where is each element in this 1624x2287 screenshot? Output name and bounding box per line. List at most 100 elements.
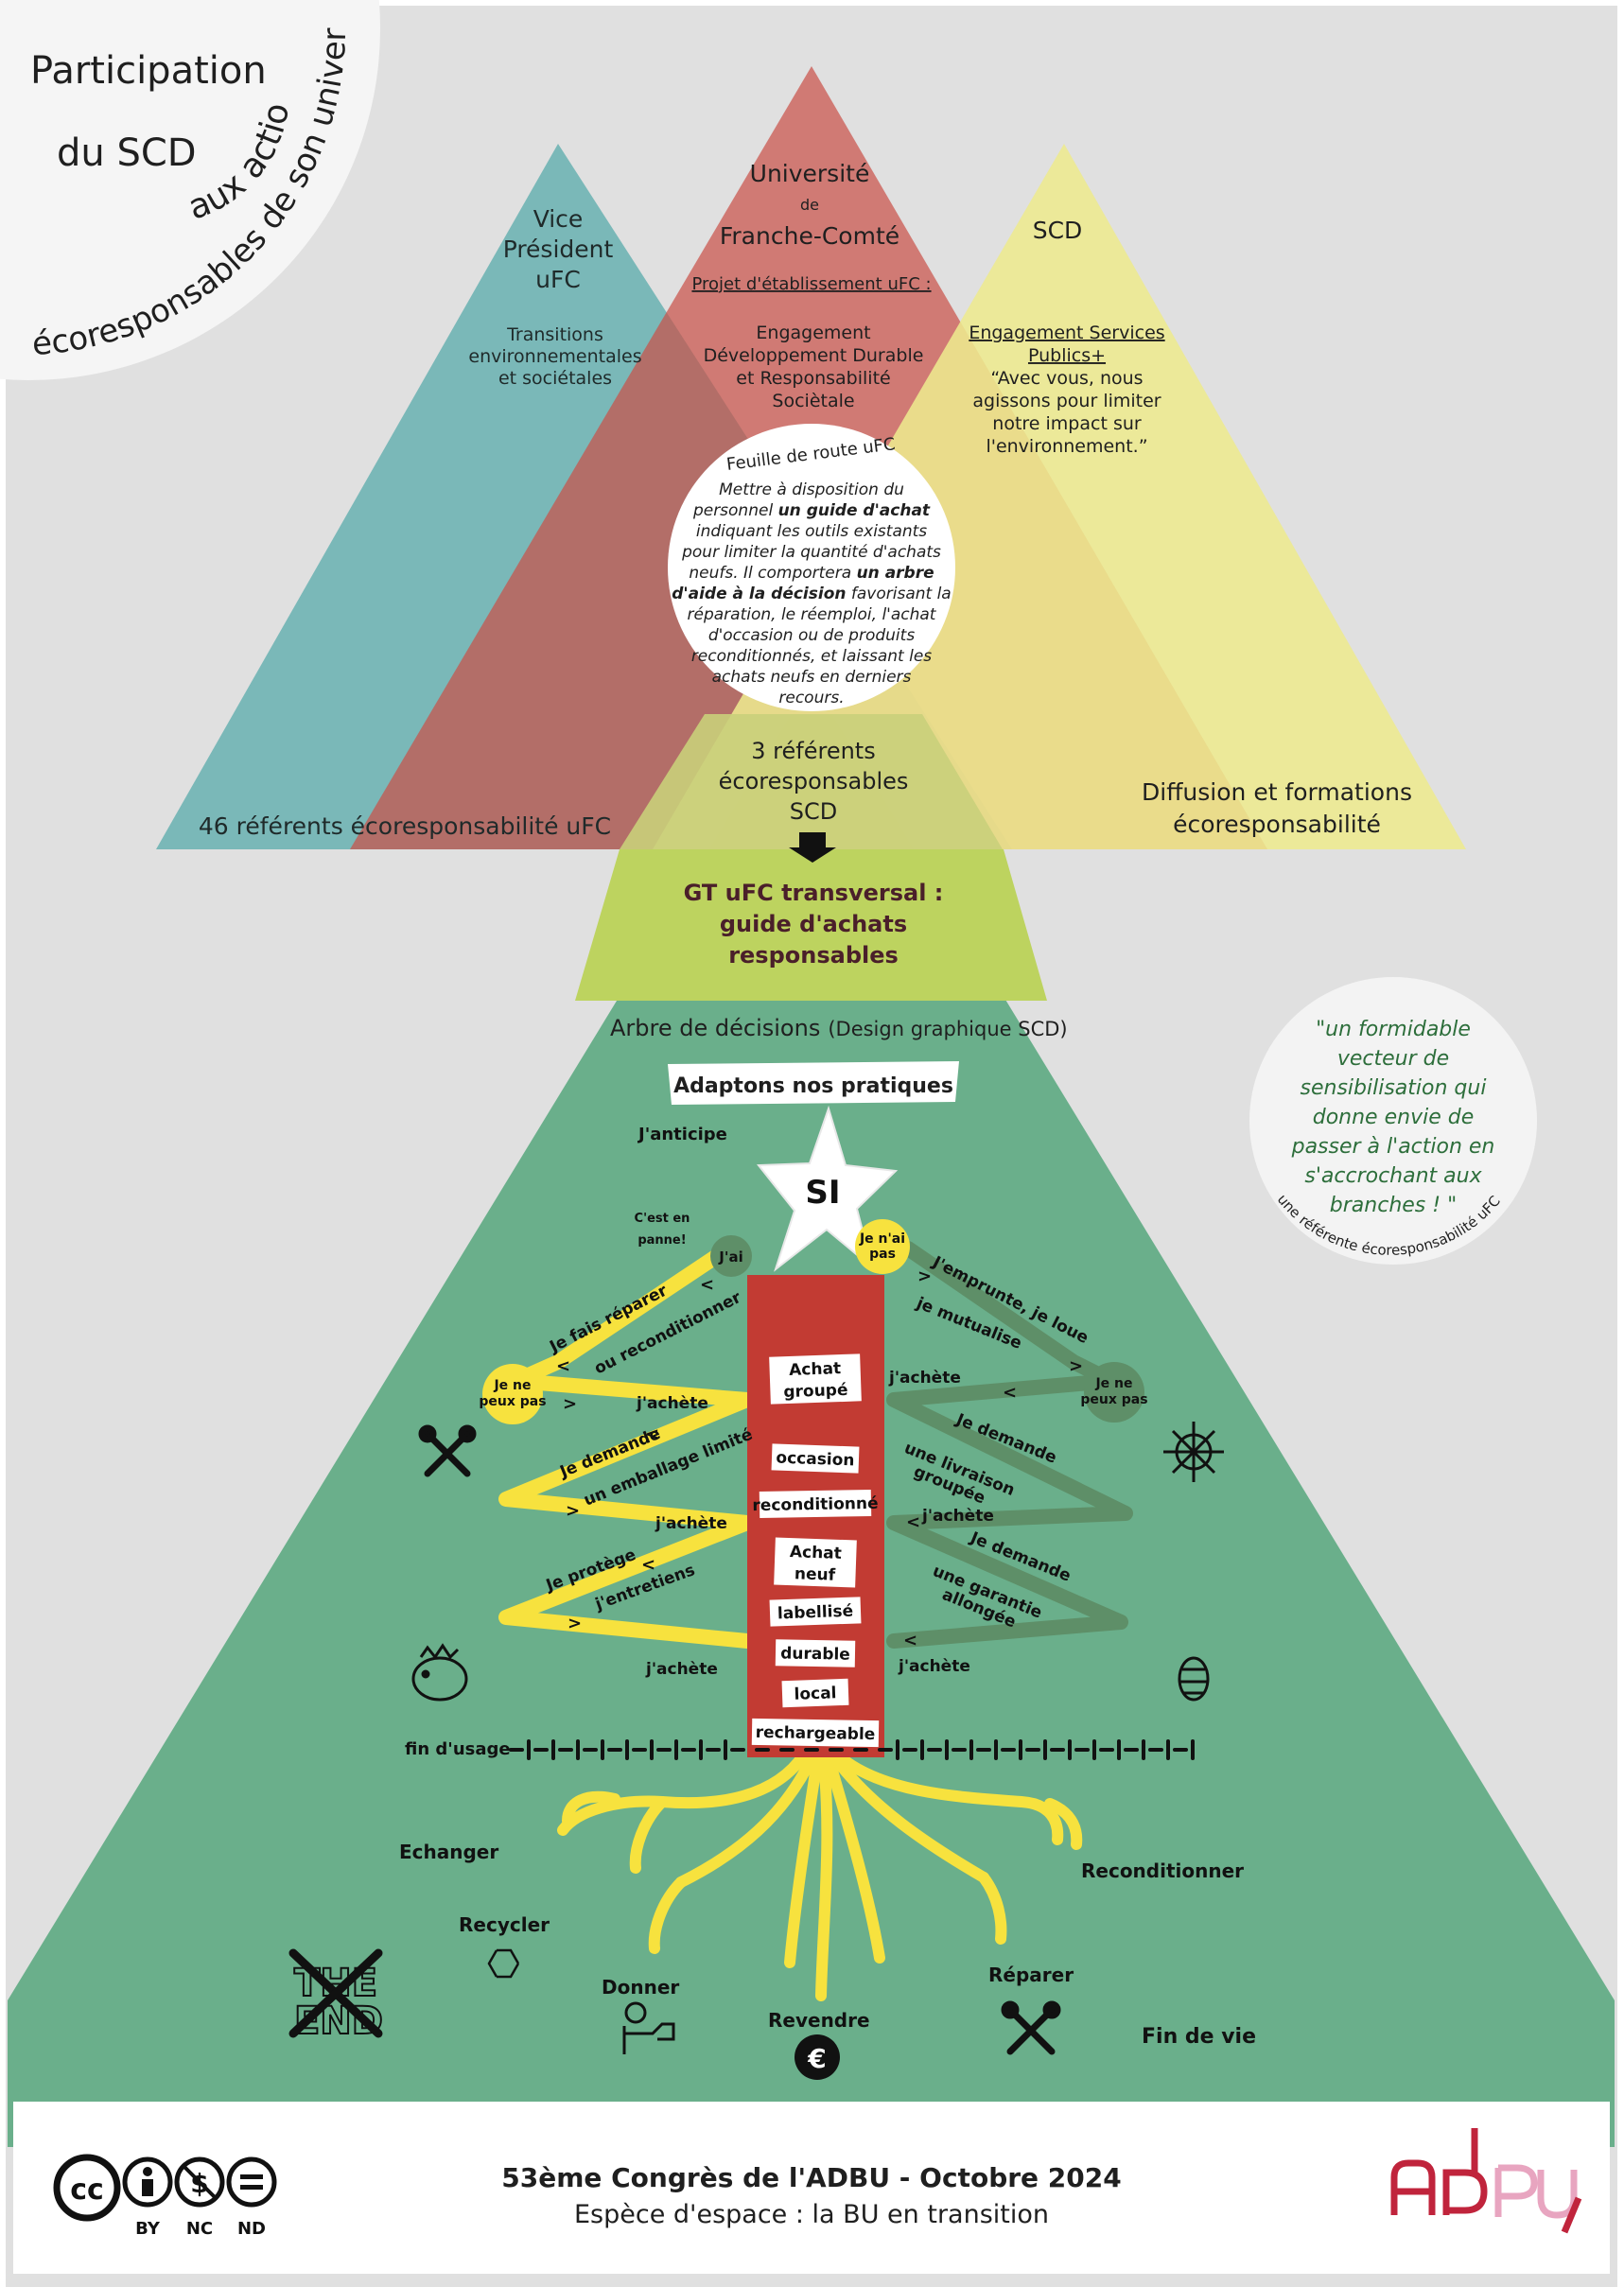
label-left-achete2: j'achète (655, 1514, 727, 1533)
gt-2: guide d'achats (720, 911, 907, 937)
yellow-quote-2: agissons pour limiter (972, 391, 1161, 411)
roadmap-line: pour limiter la quantité d'achats (681, 543, 941, 562)
roadmap-line: Mettre à disposition du (719, 480, 904, 499)
jnai-text-2: pas (869, 1247, 896, 1262)
fin-usage-line (509, 1739, 1195, 1760)
hedgehog-icon (411, 1643, 468, 1702)
euro-icon (795, 2034, 840, 2080)
svg-text:>: > (566, 1501, 580, 1521)
svg-text:groupé: groupé (783, 1381, 848, 1402)
action-recycler: Recycler (459, 1913, 550, 1936)
tools-icon (418, 1424, 477, 1477)
svg-text:neuf: neuf (795, 1564, 836, 1585)
teal-title-2: Président (503, 236, 614, 263)
teal-body-1: Transitions (506, 324, 603, 345)
jnepeux-left-bubble (482, 1364, 543, 1424)
svg-text:<: < (1003, 1383, 1017, 1403)
trunk-label: local (781, 1678, 849, 1708)
fin-usage-label: fin d'usage (405, 1739, 511, 1759)
quote-line: s'accrochant aux (1304, 1164, 1482, 1188)
panne-1: C'est en (635, 1212, 690, 1226)
svg-text:reconditionné: reconditionné (752, 1494, 878, 1515)
svg-text:>: > (917, 1266, 932, 1286)
footer-subtitle: Espèce d'espace : la BU en transition (574, 2200, 1049, 2229)
the-end-stamp: THE END (288, 1948, 384, 2044)
title-line1: Participation (30, 49, 267, 93)
label-right-achete2: j'achète (921, 1507, 994, 1526)
trunk-label: reconditionné (752, 1489, 879, 1519)
anticipe-label: J'anticipe (637, 1125, 727, 1144)
license-badges: cc $ BY NC ND (53, 2154, 277, 2239)
title-line2: du SCD (57, 131, 197, 175)
panne-2: panne! (637, 1233, 686, 1248)
hands-network-icon (1163, 1422, 1224, 1482)
action-revendre: Revendre (768, 2009, 870, 2032)
roadmap-line: d'aide à la décision favorisant la (672, 585, 951, 603)
trunk-labels: AchatgroupéoccasionreconditionnéAchatneu… (751, 1353, 880, 1748)
gt-1: GT uFC transversal : (684, 880, 944, 906)
teal-base: 46 référents écoresponsabilité uFC (199, 812, 611, 840)
euro-symbol: € (807, 2043, 826, 2074)
star-text: SI (805, 1174, 840, 1212)
quote-line: branches ! " (1330, 1194, 1457, 1217)
cc-icon (53, 2154, 121, 2222)
tree-heading: Arbre de décisions(Design graphique SCD) (610, 1015, 1068, 1041)
yellow-title: SCD (1033, 217, 1083, 244)
left-branches (498, 1241, 755, 1649)
jnepeux-right-1: Je ne (1094, 1376, 1132, 1391)
yellow-base-1: Diffusion et formations (1142, 778, 1412, 806)
svg-text:labellisé: labellisé (777, 1602, 854, 1624)
banner-shape (668, 1061, 959, 1105)
donner-icon (622, 2001, 675, 2054)
right-branches (886, 1241, 1133, 1649)
jnepeux-left-2: peux pas (479, 1394, 546, 1409)
svg-text:>: > (568, 1614, 582, 1633)
jnai-text-1: Je n'ai (859, 1231, 905, 1247)
red-body-3: et Responsabilité (736, 368, 890, 389)
license-nc: NC (186, 2219, 213, 2239)
title-corner-circle (0, 0, 380, 380)
nd-icon (226, 2156, 277, 2208)
roadmap-body: Mettre à disposition du personnel un guid… (672, 480, 951, 707)
yellow-quote-1: “Avec vous, nous (990, 368, 1143, 389)
referents-3: SCD (790, 798, 837, 825)
quote-line: "un formidable (1316, 1018, 1471, 1041)
lime-band (575, 849, 1047, 1001)
yellow-quote-4: l'environnement.” (986, 436, 1147, 457)
teal-body-3: et sociétales (498, 368, 612, 389)
roadmap-line: neufs. Il comportera un arbre (689, 564, 934, 583)
svg-text:<: < (700, 1275, 714, 1295)
jnepeux-left-1: Je ne (493, 1378, 531, 1393)
label-right-achete1: j'achète (888, 1369, 961, 1388)
roadmap-line: recours. (778, 689, 844, 707)
yellow-quote-3: notre impact sur (992, 413, 1142, 434)
quote-line: passer à l'action en (1291, 1135, 1495, 1159)
red-body-4: Sociètale (772, 391, 854, 411)
red-title-2: Franche-Comté (720, 222, 899, 250)
svg-text:cc: cc (70, 2174, 104, 2207)
svg-text:<: < (645, 1424, 659, 1444)
jai-text: J'ai (718, 1248, 742, 1266)
red-body-1: Engagement (756, 323, 870, 343)
red-title-de: de (800, 196, 819, 214)
svg-text:<: < (903, 1631, 917, 1650)
svg-text:<: < (556, 1356, 570, 1376)
roadmap-line: reconditionnés, et laissant les (691, 647, 932, 666)
pinecone-icon (1178, 1656, 1210, 1702)
roadmap-line: personnel un guide d'achat (692, 501, 931, 520)
quote-line: sensibilisation qui (1301, 1076, 1487, 1100)
trunk-label: occasion (771, 1443, 860, 1474)
quote-line: donne envie de (1313, 1106, 1474, 1129)
label-left-achete3: j'achète (645, 1660, 718, 1679)
banner-text: Adaptons nos pratiques (673, 1074, 953, 1098)
adbu-logo (1390, 2128, 1582, 2234)
svg-text:durable: durable (780, 1644, 850, 1664)
action-echanger: Echanger (399, 1841, 498, 1863)
teal-body-2: environnementales (468, 346, 641, 367)
jai-bubble (710, 1235, 752, 1277)
yellow-link-2: Publics+ (1028, 345, 1106, 366)
svg-text:>: > (1069, 1356, 1083, 1376)
yellow-link-1: Engagement Services (969, 323, 1164, 343)
